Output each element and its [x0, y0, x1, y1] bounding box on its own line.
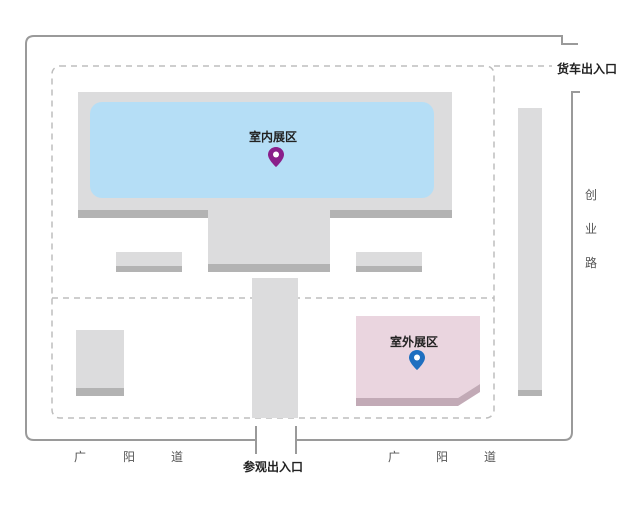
outdoor-hall-label: 室外展区: [390, 335, 439, 349]
indoor-exhibition-hall[interactable]: [90, 102, 434, 198]
road-guangyang-char: 道: [171, 450, 184, 464]
road-guangyang-char: 阳: [436, 450, 449, 464]
map-pin-icon[interactable]: [268, 147, 284, 167]
right-lane-shadow: [518, 390, 542, 396]
indoor-hall-label: 室内展区: [249, 130, 298, 144]
road-chuangye-char: 路: [585, 256, 598, 270]
small-block-right-shadow: [356, 266, 422, 272]
annex-shadow: [208, 264, 330, 272]
outdoor-hall-shadow: [356, 384, 480, 406]
visitor-entrance-label: 参观出入口: [243, 460, 304, 474]
lower-left-block-shadow: [76, 388, 124, 396]
dashed-zone-boundary: [51, 65, 495, 419]
truck-entrance-label: 货车出入口: [557, 62, 618, 76]
site-boundary: [25, 35, 578, 441]
road-chuangye-char: 业: [585, 222, 598, 236]
site-boundary-right: [295, 91, 580, 441]
small-block-left-shadow: [116, 266, 182, 272]
road-guangyang-char: 广: [388, 450, 401, 464]
road-guangyang-char: 道: [484, 450, 497, 464]
road-chuangye-char: 创: [585, 188, 598, 202]
road-guangyang-char: 阳: [123, 450, 136, 464]
central-walkway: [252, 278, 298, 418]
road-guangyang-char: 广: [74, 450, 87, 464]
lower-left-block: [76, 330, 124, 392]
map-pin-icon[interactable]: [409, 350, 425, 370]
right-lane-building: [518, 108, 542, 394]
main-building-annex: [208, 210, 330, 270]
